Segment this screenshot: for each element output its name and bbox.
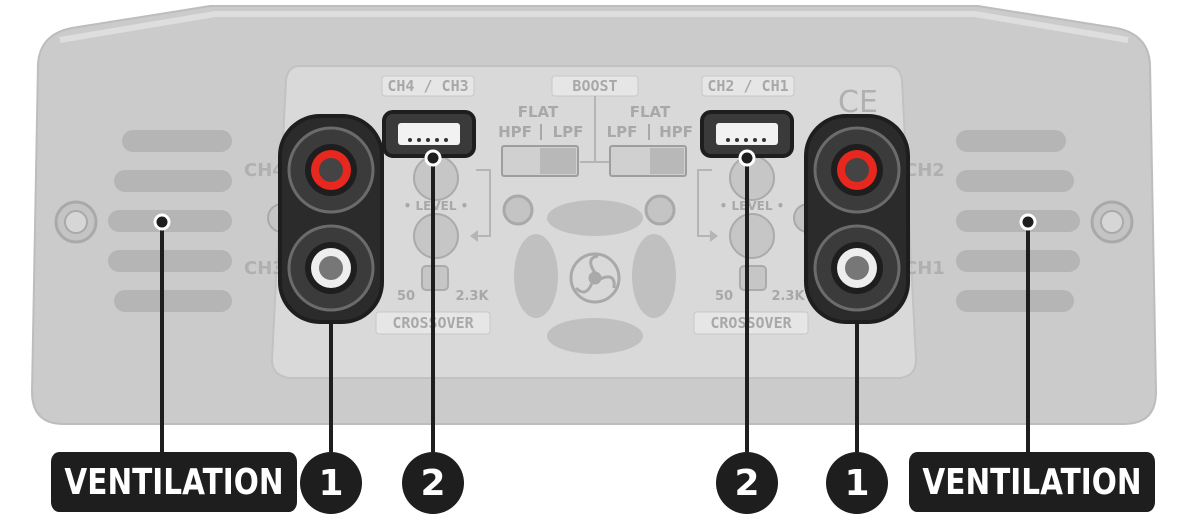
rca-inputs-right [804,114,910,324]
right-switch-hpf: HPF [659,123,693,141]
mounting-screw-left [54,200,98,244]
mode-switch-left[interactable] [382,110,476,158]
left-switch-lpf: LPF [553,123,584,141]
filter-switch-right[interactable] [609,145,687,177]
left-switch-hpf: HPF [498,123,532,141]
header-boost: BOOST [572,77,617,95]
level-label-left: • LEVEL • [404,199,469,213]
crossover-label-right: CROSSOVER [710,314,792,332]
filter-switch-left[interactable] [501,145,579,177]
crossover-min-right: 50 [715,289,733,304]
ventilation-slots-left [108,130,232,312]
callout-2-right: 2 [716,452,778,514]
ventilation-slots-right [956,130,1080,312]
label-ch3: CH3 [244,258,285,279]
callout-2-left: 2 [402,452,464,514]
flat-label-left: FLAT [518,103,559,121]
crossover-knob-left[interactable] [413,213,459,259]
right-switch-lpf: LPF [607,123,638,141]
callout-1-right: 1 [826,452,888,514]
header-ch4-ch3: CH4 / CH3 [387,77,468,95]
callout-1-left: 1 [300,452,362,514]
ventilation-callout-left: VENTILATION [51,452,297,512]
rca-inputs-left [278,114,384,324]
center-logo-pad [514,200,676,354]
label-ch2: CH2 [904,160,945,181]
flat-label-right: FLAT [630,103,671,121]
label-ch4: CH4 [244,160,285,181]
header-ch2-ch1: CH2 / CH1 [707,77,788,95]
label-ch1: CH1 [904,258,945,279]
ventilation-callout-right: VENTILATION [909,452,1155,512]
mounting-screw-right [1090,200,1134,244]
crossover-selector-right[interactable] [739,265,767,291]
crossover-max-right: 2.3K [771,289,805,304]
crossover-min-left: 50 [397,289,415,304]
level-label-right: • LEVEL • [720,199,785,213]
crossover-knob-right[interactable] [729,213,775,259]
callout-leaders [153,149,1037,452]
crossover-max-left: 2.3K [455,289,489,304]
mode-switch-right[interactable] [700,110,794,158]
fan-icon [569,252,621,304]
